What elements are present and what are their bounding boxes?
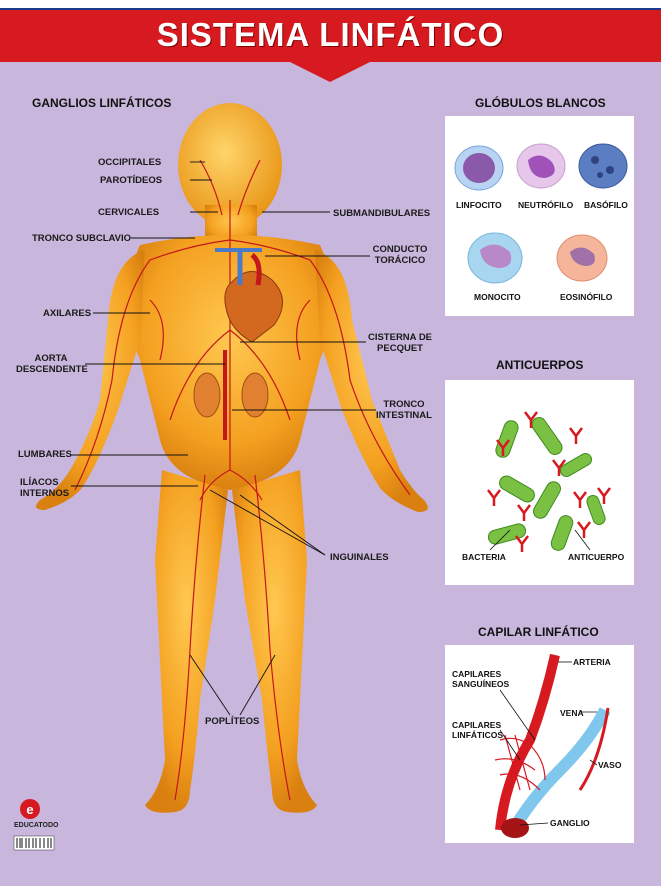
label-popliteos: POPLÍTEOS: [205, 716, 260, 727]
anticuerpos-heading: ANTICUERPOS: [496, 358, 584, 372]
bacteria-rods: [487, 417, 606, 551]
label-eosinofilo: EOSINÓFILO: [560, 292, 613, 302]
globulos-heading: GLÓBULOS BLANCOS: [475, 96, 606, 110]
label-axilares: AXILARES: [43, 308, 92, 319]
label-neutrofilo: NEUTRÓFILO: [518, 200, 574, 210]
label-vena: VENA: [560, 708, 584, 718]
cell-linfocito: [454, 145, 504, 191]
capilar-panel: [445, 645, 634, 843]
ganglios-heading: GANGLIOS LINFÁTICOS: [32, 96, 172, 110]
label-vaso: VASO: [598, 760, 622, 770]
lymph-vessel: [504, 707, 611, 838]
label-ganglio: GANGLIO: [550, 818, 590, 828]
title-banner: [0, 0, 661, 82]
label-lumbares: LUMBARES: [18, 449, 72, 460]
label-cervicales: CERVICALES: [98, 207, 160, 218]
artery-vessel: [495, 653, 560, 831]
label-parotideos: PAROTÍDEOS: [100, 175, 163, 186]
poster-title: SISTEMA LINFÁTICO: [156, 16, 505, 53]
label-bacteria: BACTERIA: [462, 552, 506, 562]
vein-vessel: [578, 707, 610, 791]
cell-neutrofilo: [516, 143, 566, 189]
svg-text:e: e: [26, 802, 33, 817]
label-tronco-subclavio: TRONCO SUBCLAVIO: [32, 233, 132, 244]
cell-basofilo: [578, 143, 628, 189]
label-anticuerpo: ANTICUERPO: [568, 552, 625, 562]
anticuerpos-panel: [445, 380, 634, 585]
antibody-y-shapes: [487, 411, 611, 552]
capilar-heading: CAPILAR LINFÁTICO: [478, 625, 599, 639]
lymph-vessels: [74, 159, 411, 801]
label-basofilo: BASÓFILO: [584, 200, 628, 210]
ganglio-node: [501, 818, 529, 838]
label-occipitales: OCCIPITALES: [98, 157, 162, 168]
label-submandibulares: SUBMANDIBULARES: [333, 208, 431, 219]
heart-organ: [215, 248, 283, 343]
cell-monocito: [467, 232, 523, 284]
label-arteria: ARTERIA: [573, 657, 611, 667]
label-inguinales: INGUINALES: [330, 552, 389, 563]
brand-name: EDUCATODO: [14, 822, 59, 829]
capillary-network: [494, 734, 546, 791]
leader-lines: [71, 161, 376, 716]
label-linfocito: LINFOCITO: [456, 200, 502, 210]
label-monocito: MONOCITO: [474, 292, 521, 302]
cell-eosinofilo: [556, 234, 608, 282]
kidneys: [193, 350, 269, 440]
